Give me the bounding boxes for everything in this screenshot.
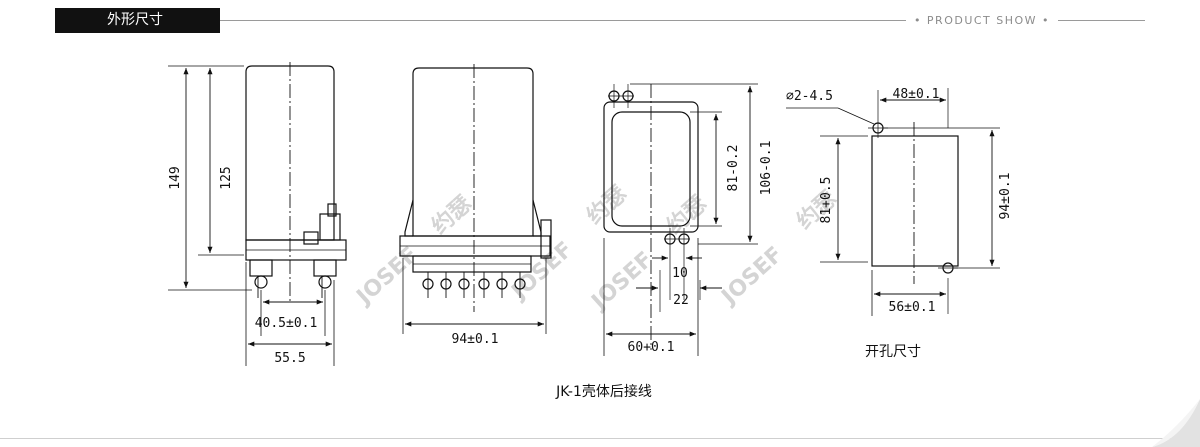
product-show-tag: • PRODUCT SHOW •	[906, 12, 1058, 29]
dim-bottom-width: 56±0.1	[889, 300, 936, 315]
svg-text:约瑟: 约瑟	[427, 191, 477, 240]
svg-text:约瑟: 约瑟	[582, 181, 632, 230]
dim-panel-overall-height: 106-0.1	[759, 141, 774, 196]
dim-overall-height: 149	[168, 166, 183, 189]
page-curl-icon	[1152, 399, 1200, 447]
dim-left-height: 81+0.5	[819, 177, 834, 224]
dim-back-width: 94±0.1	[452, 332, 499, 347]
dim-hole: ∅2-4.5	[786, 89, 833, 104]
dim-base-width: 55.5	[274, 351, 305, 366]
dim-cutout-height: 81-0.2	[726, 145, 741, 192]
bottom-divider	[0, 438, 1200, 439]
panel-view	[603, 83, 758, 356]
svg-text:JOSEF: JOSEF	[586, 247, 658, 316]
dim-pin-span: 22	[673, 293, 689, 308]
header-divider	[220, 20, 1145, 21]
dim-pin-pitch: 10	[672, 266, 688, 281]
dim-panel-width: 60+0.1	[628, 340, 675, 355]
section-title: 外形尺寸	[107, 12, 163, 28]
side-view	[168, 62, 347, 366]
main-caption: JK-1壳体后接线	[555, 383, 652, 400]
dim-top-spacing: 48±0.1	[893, 87, 940, 102]
watermark-1: JOSEF 约瑟	[351, 191, 477, 311]
svg-text:JOSEF: JOSEF	[351, 242, 423, 311]
cutout-view	[786, 88, 1000, 316]
dim-terminal-spacing: 40.5±0.1	[255, 316, 318, 331]
dim-body-height: 125	[219, 166, 234, 189]
cutout-caption: 开孔尺寸	[865, 344, 921, 360]
section-title-tab: 外形尺寸	[55, 8, 220, 33]
svg-text:JOSEF: JOSEF	[716, 242, 788, 311]
back-view	[399, 64, 552, 334]
dim-right-height: 94±0.1	[998, 173, 1013, 220]
svg-text:约瑟: 约瑟	[792, 186, 842, 235]
